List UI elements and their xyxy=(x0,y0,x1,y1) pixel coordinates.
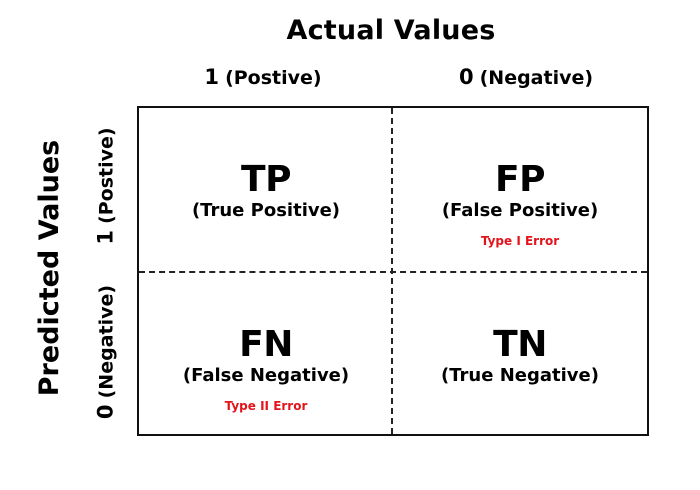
cell-full-name: (True Negative) xyxy=(441,365,599,386)
type-ii-error-label: Type II Error xyxy=(224,399,308,413)
predicted-values-title: Predicted Values xyxy=(34,139,65,397)
actual-values-title: Actual Values xyxy=(286,15,496,46)
cell-abbreviation: TN xyxy=(493,324,547,365)
row-label-positive-value: 1 xyxy=(93,229,118,245)
row-label-positive: 1 (Postive) xyxy=(93,127,120,244)
column-label-positive-value: 1 xyxy=(204,65,220,89)
cell-true-positive: TP (True Positive) xyxy=(139,162,393,325)
cell-full-name: (False Negative) xyxy=(182,365,350,386)
cell-true-negative: TN (True Negative) xyxy=(393,327,647,490)
column-label-negative-value: 0 xyxy=(458,65,474,89)
column-label-positive-text: (Postive) xyxy=(225,67,322,89)
horizontal-divider xyxy=(139,271,647,273)
cell-false-negative: FN (False Negative) Type II Error xyxy=(139,327,393,490)
cell-full-name: (True Positive) xyxy=(191,200,341,221)
cell-false-positive: FP (False Positive) Type I Error xyxy=(393,162,647,325)
matrix-grid: TP (True Positive) FP (False Positive) T… xyxy=(137,106,649,436)
type-i-error-label: Type I Error xyxy=(480,234,560,248)
row-label-positive-text: (Postive) xyxy=(95,127,118,224)
column-label-negative: 0 (Negative) xyxy=(396,63,656,92)
cell-abbreviation: TP xyxy=(241,159,291,200)
column-label-negative-text: (Negative) xyxy=(479,67,594,89)
column-label-positive: 1 (Postive) xyxy=(133,63,393,92)
cell-full-name: (False Positive) xyxy=(441,200,599,221)
row-label-negative-text: (Negative) xyxy=(95,284,118,399)
row-label-negative-value: 0 xyxy=(93,404,118,420)
cell-abbreviation: FP xyxy=(495,159,545,200)
vertical-divider xyxy=(391,108,393,434)
row-label-negative: 0 (Negative) xyxy=(93,285,120,419)
cell-abbreviation: FN xyxy=(239,324,293,365)
